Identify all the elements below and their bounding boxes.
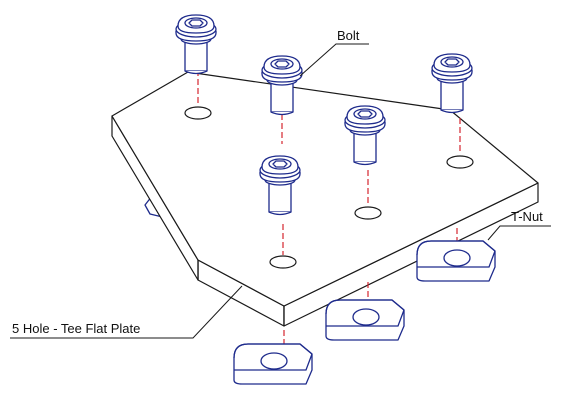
- bolt-2: [261, 55, 303, 144]
- bolt-leader-line: [299, 43, 369, 77]
- plate-hole-4: [269, 224, 297, 269]
- plate-hole-3: [354, 170, 382, 220]
- plate-hole-1: [184, 70, 212, 120]
- t-nut-middle: [325, 299, 405, 341]
- bolt-label: Bolt: [337, 28, 360, 43]
- tnut-leader-line: [487, 225, 551, 241]
- t-nut-right: [416, 240, 496, 282]
- plate-leader-line: [10, 285, 243, 339]
- bolt-3: [431, 53, 473, 114]
- bolt-1: [175, 14, 217, 75]
- plate-label: 5 Hole - Tee Flat Plate: [12, 321, 140, 336]
- t-nut-front: [233, 343, 313, 385]
- tee-flat-plate: [111, 71, 539, 327]
- plate-hole-2: [446, 118, 474, 169]
- tnut-label: T-Nut: [511, 209, 543, 224]
